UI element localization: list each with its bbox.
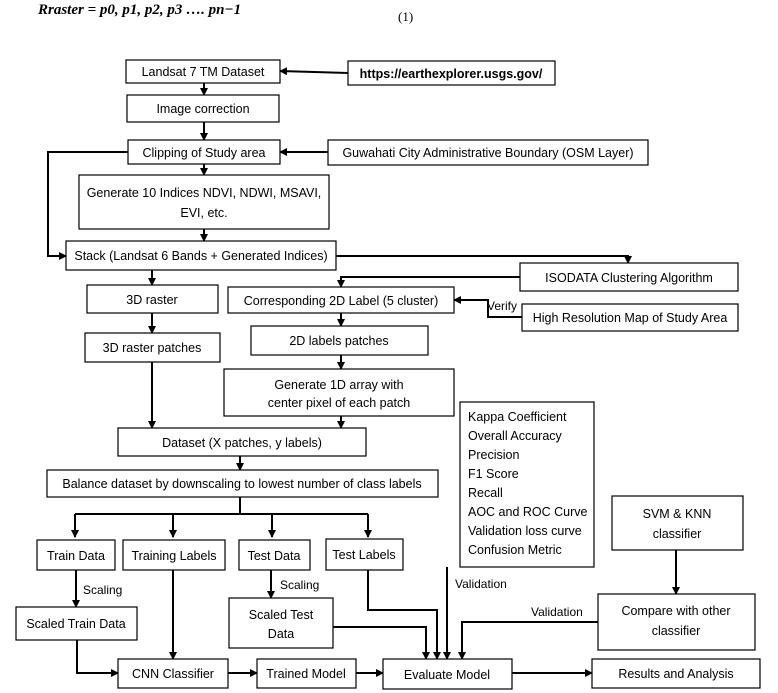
node-clipping-label: Clipping of Study area: [143, 146, 266, 160]
node-array1d-label-1: Generate 1D array with: [274, 378, 403, 392]
node-compare: Compare with other classifier: [597, 593, 756, 651]
node-scaledtest: Scaled Test Data: [228, 597, 334, 649]
equation-text: Rraster = p0, p1, p2, p3 …. pn−1: [38, 2, 242, 18]
edge-testlabels-evaluate: [367, 570, 441, 660]
node-cnn-label: CNN Classifier: [132, 667, 214, 681]
equation: Rraster = p0, p1, p2, p3 …. pn−1 (1): [38, 2, 458, 28]
node-patches2d: 2D labels patches: [250, 325, 429, 356]
edge-scaledtrain-cnn: [76, 640, 119, 677]
edge-stack-isodata: [336, 255, 632, 264]
node-evaluate: Evaluate Model: [382, 658, 513, 690]
node-train-label: Train Data: [47, 549, 105, 563]
node-patches3d-label: 3D raster patches: [103, 341, 202, 355]
node-isodata-label: ISODATA Clustering Algorithm: [545, 271, 713, 285]
node-testlabels-label: Test Labels: [332, 548, 395, 562]
node-trained: Trained Model: [256, 658, 357, 689]
node-indices-label-1: Generate 10 Indices NDVI, NDWI, MSAVI,: [87, 186, 322, 200]
node-cnn: CNN Classifier: [117, 658, 229, 689]
node-compare-label-2: classifier: [652, 624, 701, 638]
node-trained-label: Trained Model: [266, 667, 345, 681]
node-label2d-label: Corresponding 2D Label (5 cluster): [244, 294, 439, 308]
node-scaledtrain: Scaled Train Data: [15, 606, 138, 641]
edge-isodata-label: [337, 276, 520, 288]
edge-label-scaling-test: Scaling: [280, 578, 319, 592]
node-train: Train Data: [36, 539, 116, 571]
node-landsat-label: Landsat 7 TM Dataset: [142, 65, 265, 79]
edge-label-validation-metrics: Validation: [455, 577, 507, 591]
connectors: [47, 67, 680, 677]
node-testlabels: Test Labels: [325, 538, 404, 571]
metric-item: Overall Accuracy: [468, 429, 563, 443]
node-svm-label-1: SVM & KNN: [643, 507, 712, 521]
node-scaledtrain-label: Scaled Train Data: [26, 617, 125, 631]
node-label2d: Corresponding 2D Label (5 cluster): [227, 286, 455, 314]
node-highres: High Resolution Map of Study Area: [521, 303, 739, 332]
node-svm-label-2: classifier: [653, 527, 702, 541]
node-balance-label: Balance dataset by downscaling to lowest…: [62, 477, 421, 491]
node-stack: Stack (Landsat 6 Bands + Generated Indic…: [65, 240, 337, 271]
node-boundary: Guwahati City Administrative Boundary (O…: [327, 139, 649, 166]
edge-url-landsat: [279, 67, 349, 76]
node-landsat: Landsat 7 TM Dataset: [125, 59, 281, 84]
node-correction: Image correction: [126, 94, 280, 123]
edge-scaledtest-evaluate: [333, 626, 430, 660]
node-raster3d: 3D raster: [86, 284, 219, 314]
node-stack-label: Stack (Landsat 6 Bands + Generated Indic…: [74, 249, 327, 263]
node-url-label: https://earthexplorer.usgs.gov/: [360, 67, 543, 81]
node-results-label: Results and Analysis: [618, 667, 733, 681]
node-test: Test Data: [238, 539, 311, 571]
node-test-label: Test Data: [248, 549, 301, 563]
node-trainlabels: Training Labels: [122, 539, 226, 571]
node-evaluate-label: Evaluate Model: [404, 668, 490, 682]
node-patches2d-label: 2D labels patches: [289, 334, 388, 348]
metric-item: Precision: [468, 448, 519, 462]
edge-compare-evaluate: [458, 621, 598, 660]
edge-clipping-stack: [47, 151, 128, 260]
node-clipping: Clipping of Study area: [127, 139, 281, 165]
node-trainlabels-label: Training Labels: [131, 549, 216, 563]
node-array1d-label-2: center pixel of each patch: [268, 396, 410, 410]
metric-item: Kappa Coefficient: [468, 410, 567, 424]
node-dataset-label: Dataset (X patches, y labels): [162, 436, 322, 450]
node-correction-label: Image correction: [156, 102, 249, 116]
node-dataset: Dataset (X patches, y labels): [117, 427, 367, 457]
metric-item: Validation loss curve: [468, 524, 582, 538]
node-indices-label-2: EVI, etc.: [180, 206, 227, 220]
metric-item: AOC and ROC Curve: [468, 505, 588, 519]
node-scaledtest-label-1: Scaled Test: [249, 608, 314, 622]
metric-item: Confusion Metric: [468, 543, 562, 557]
node-results: Results and Analysis: [591, 658, 761, 689]
equation-number: (1): [398, 9, 414, 24]
node-scaledtest-label-2: Data: [268, 627, 294, 641]
node-array1d: Generate 1D array with center pixel of e…: [223, 368, 455, 417]
edge-label-verify: Verify: [487, 299, 517, 313]
node-indices: Generate 10 Indices NDVI, NDWI, MSAVI, E…: [78, 174, 330, 230]
edge-highres-label: [453, 296, 522, 318]
edge-label-validation-compare: Validation: [531, 605, 583, 619]
metric-item: F1 Score: [468, 467, 519, 481]
metric-item: Recall: [468, 486, 503, 500]
node-highres-label: High Resolution Map of Study Area: [533, 311, 728, 325]
node-balance: Balance dataset by downscaling to lowest…: [46, 469, 439, 498]
node-boundary-label: Guwahati City Administrative Boundary (O…: [342, 146, 633, 160]
node-isodata: ISODATA Clustering Algorithm: [519, 262, 739, 292]
node-raster3d-label: 3D raster: [126, 293, 177, 307]
node-svm: SVM & KNN classifier: [611, 495, 744, 551]
node-url: https://earthexplorer.usgs.gov/: [347, 60, 556, 86]
edge-label-scaling-train: Scaling: [83, 583, 122, 597]
node-patches3d: 3D raster patches: [84, 332, 221, 363]
node-compare-label-1: Compare with other: [621, 604, 730, 618]
